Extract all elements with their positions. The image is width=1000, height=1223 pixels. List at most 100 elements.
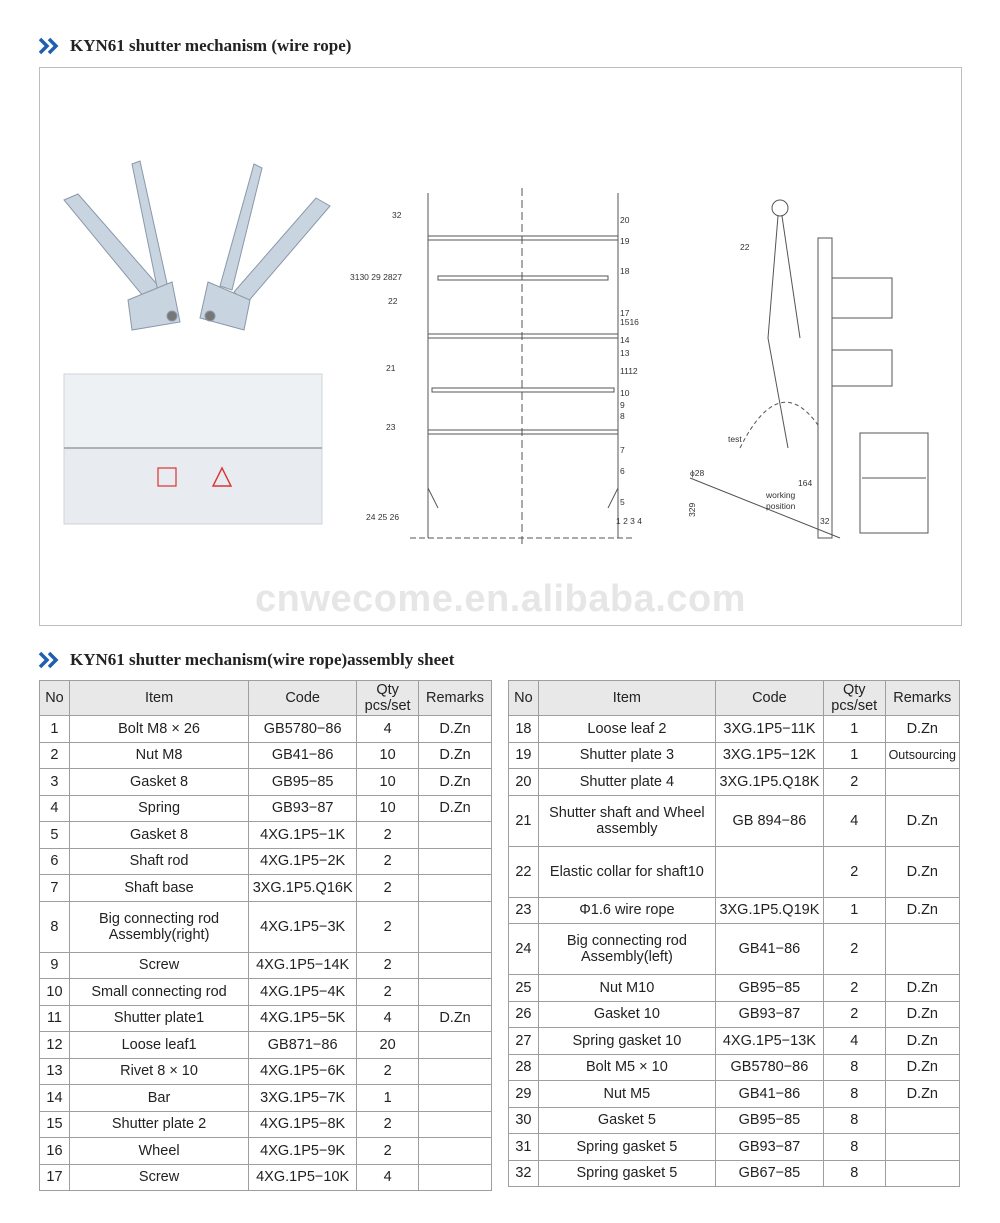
cell-remarks: D.Zn xyxy=(884,1080,961,1108)
header-qty: Qty pcs/set xyxy=(822,680,886,716)
svg-text:5: 5 xyxy=(620,497,625,507)
svg-text:9: 9 xyxy=(620,400,625,410)
cell-code: GB67−85 xyxy=(714,1159,824,1187)
cell-no: 22 xyxy=(508,845,539,898)
cell-code: GB41−86 xyxy=(714,1080,824,1108)
cell-qty: 8 xyxy=(822,1159,886,1187)
cell-remarks: D.Zn xyxy=(884,845,961,898)
cell-qty: 2 xyxy=(822,923,886,975)
cell-qty: 2 xyxy=(356,1057,420,1085)
cell-code: 4XG.1P5−5K xyxy=(248,1004,358,1032)
cell-remarks xyxy=(418,1031,492,1059)
bracket-photo-right xyxy=(199,163,331,331)
cell-item: Screw xyxy=(68,951,250,979)
cell-code: 3XG.1P5.Q16K xyxy=(248,874,358,902)
cell-item: Nut M5 xyxy=(537,1080,716,1108)
svg-text:329: 329 xyxy=(687,503,697,517)
cell-code: GB5780−86 xyxy=(714,1053,824,1081)
cell-no: 12 xyxy=(39,1031,70,1059)
cell-qty: 2 xyxy=(356,821,420,849)
cell-remarks: D.Zn xyxy=(418,1004,492,1032)
cell-item: Nut M10 xyxy=(537,974,716,1002)
cell-item: Wheel xyxy=(68,1137,250,1165)
cell-item: Rivet 8 × 10 xyxy=(68,1057,250,1085)
svg-text:1 2 3 4: 1 2 3 4 xyxy=(616,516,642,526)
cell-item: Spring gasket 5 xyxy=(537,1133,716,1161)
cell-no: 4 xyxy=(39,794,70,822)
cell-code: 3XG.1P5−7K xyxy=(248,1084,358,1112)
cell-item: Gasket 8 xyxy=(68,821,250,849)
svg-text:8: 8 xyxy=(620,411,625,421)
cell-item: Spring gasket 5 xyxy=(537,1159,716,1187)
cell-no: 18 xyxy=(508,715,539,743)
cell-item: Shaft rod xyxy=(68,847,250,875)
cell-qty: 4 xyxy=(822,794,886,847)
cell-item: Gasket 8 xyxy=(68,768,250,796)
cell-item: Big connecting rod Assembly(left) xyxy=(537,923,716,975)
cell-remarks xyxy=(418,1084,492,1112)
cell-code: GB95−85 xyxy=(714,1106,824,1134)
svg-text:24 25 26: 24 25 26 xyxy=(366,512,399,522)
cell-remarks xyxy=(418,978,492,1006)
svg-text:32: 32 xyxy=(820,516,830,526)
cell-no: 17 xyxy=(39,1163,70,1191)
svg-text:32: 32 xyxy=(392,210,402,220)
cell-qty: 4 xyxy=(356,715,420,743)
double-chevron-icon xyxy=(38,651,59,669)
cell-item: Spring gasket 10 xyxy=(537,1027,716,1055)
cell-code: GB95−85 xyxy=(248,768,358,796)
cell-item: Gasket 10 xyxy=(537,1000,716,1028)
cell-qty: 2 xyxy=(356,1110,420,1138)
cell-qty: 4 xyxy=(356,1004,420,1032)
side-view-labels: 22 test ϕ28 164 working position 329 32 xyxy=(687,242,830,526)
cell-code: 4XG.1P5−3K xyxy=(248,900,358,953)
section-title-assembly: KYN61 shutter mechanism(wire rope)assemb… xyxy=(38,650,454,670)
cell-qty: 8 xyxy=(822,1080,886,1108)
cell-qty: 1 xyxy=(822,715,886,743)
cell-code: GB93−87 xyxy=(714,1133,824,1161)
header-item: Item xyxy=(68,680,250,716)
cell-code: 4XG.1P5−9K xyxy=(248,1137,358,1165)
cell-no: 11 xyxy=(39,1004,70,1032)
section-title-text: KYN61 shutter mechanism(wire rope)assemb… xyxy=(70,650,455,669)
table-header-row: No Item Code Qty pcs/set Remarks xyxy=(508,680,961,716)
cell-qty: 2 xyxy=(822,1000,886,1028)
cell-item: Bar xyxy=(68,1084,250,1112)
cell-remarks xyxy=(418,1137,492,1165)
cell-code: GB 894−86 xyxy=(714,794,824,847)
cell-qty: 8 xyxy=(822,1053,886,1081)
cell-qty: 10 xyxy=(356,768,420,796)
cell-item: Big connecting rod Assembly(right) xyxy=(68,900,250,953)
cell-no: 28 xyxy=(508,1053,539,1081)
cell-no: 10 xyxy=(39,978,70,1006)
cell-remarks xyxy=(884,1133,961,1161)
cell-no: 30 xyxy=(508,1106,539,1134)
cell-remarks xyxy=(418,874,492,902)
shutter-plate-photo xyxy=(63,373,323,525)
svg-text:21: 21 xyxy=(386,363,396,373)
cell-code: 4XG.1P5−4K xyxy=(248,978,358,1006)
mechanism-drawing: 32 20 19 18 3130 29 2827 22 17 1516 14 1… xyxy=(63,160,929,548)
cell-qty: 1 xyxy=(822,741,886,769)
cell-code: 4XG.1P5−14K xyxy=(248,951,358,979)
cell-qty: 2 xyxy=(356,1137,420,1165)
cell-remarks: D.Zn xyxy=(884,1053,961,1081)
cell-remarks: D.Zn xyxy=(884,974,961,1002)
cell-item: Shutter plate 4 xyxy=(537,768,716,796)
section-title-text: KYN61 shutter mechanism (wire rope) xyxy=(70,36,352,55)
svg-text:test: test xyxy=(728,434,742,444)
cell-remarks: D.Zn xyxy=(884,794,961,847)
cell-item: Spring xyxy=(68,794,250,822)
